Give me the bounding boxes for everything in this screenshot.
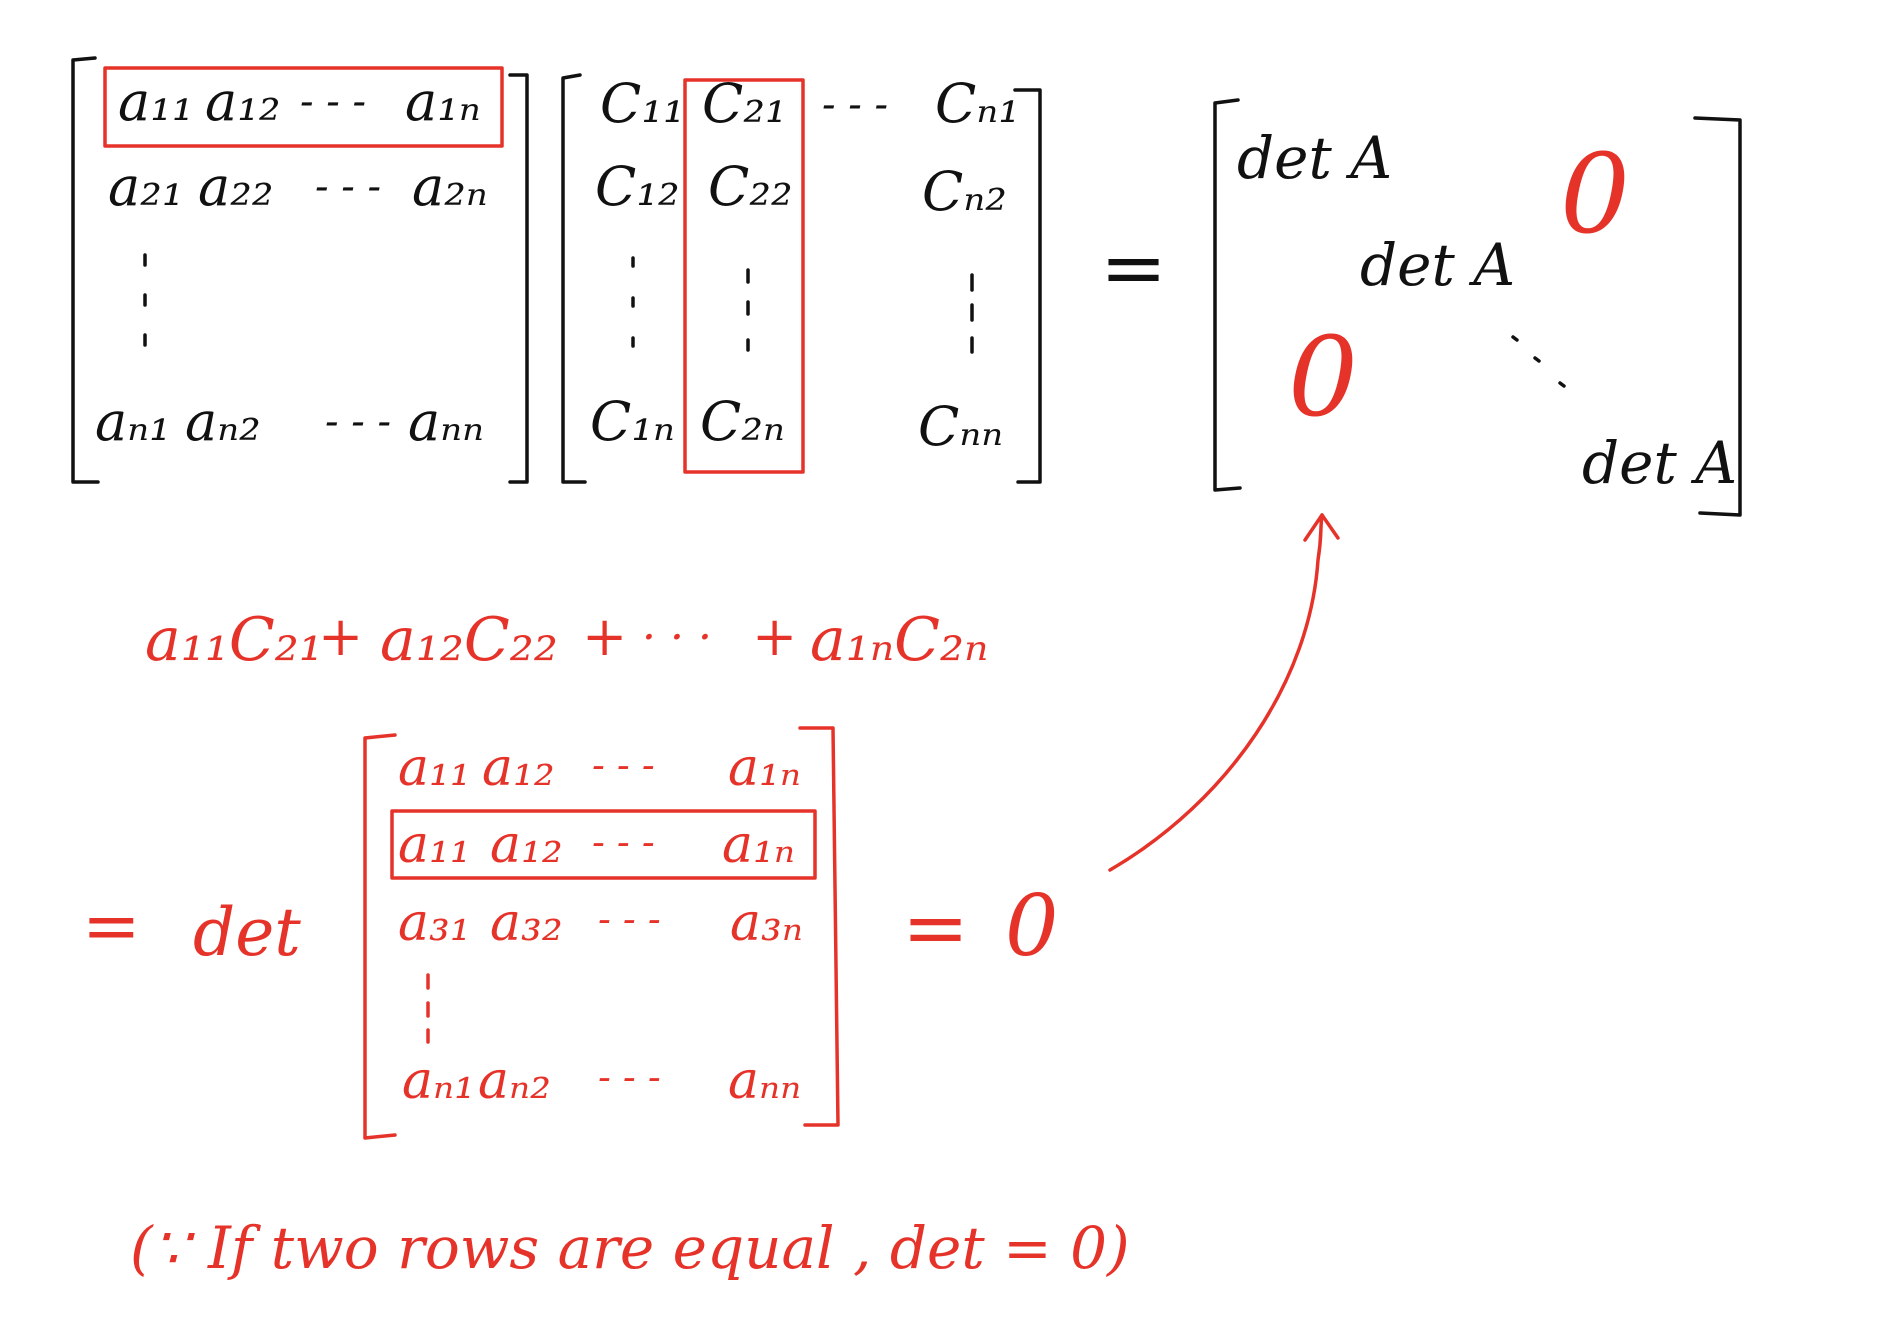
- equals-sign: =: [1100, 221, 1167, 314]
- det-matrix-cell: a₁ₙ: [728, 738, 801, 798]
- result-diagonal-dots: [1511, 335, 1566, 388]
- expansion-plus: +: [752, 605, 797, 668]
- matrix-a-cell: - - -: [300, 79, 366, 125]
- matrix-a-cell: a₂ₙ: [412, 155, 488, 218]
- matrix-c-cell: C₂₁: [702, 72, 787, 135]
- matrix-a-cell: - - -: [325, 399, 391, 445]
- matrix-c-cell: Cₙ₂: [922, 160, 1007, 223]
- expansion-ellipsis: · · ·: [642, 612, 712, 663]
- matrix-a-cell: a₁ₙ: [405, 70, 481, 133]
- arrow-head: [1303, 513, 1340, 542]
- matrix-c-col2-highlight: [683, 78, 805, 474]
- det-matrix-cell: a₁₁: [398, 815, 471, 875]
- det-result-zero: 0: [1005, 877, 1058, 975]
- det-equals-sign: =: [82, 885, 141, 967]
- matrix-a-cell: aₙ₂: [185, 390, 261, 453]
- det-matrix-cell: a₁ₙ: [722, 815, 795, 875]
- matrix-a-cell: aₙ₁: [95, 390, 171, 453]
- matrix-a: a₁₁ a₁₂ - - - a₁ₙ a₂₁ a₂₂ - - - a₂ₙ aₙ₁ …: [71, 56, 529, 484]
- det-matrix-cell: aₙ₁: [402, 1051, 475, 1111]
- matrix-c: C₁₁ C₂₁ - - - Cₙ₁ C₁₂ C₂₂ Cₙ₂ C₁ₙ C₂ₙ Cₙ…: [561, 72, 1042, 484]
- matrix-c-right-bracket: [1013, 88, 1042, 484]
- result-matrix: det A det A det A 0 0: [1213, 98, 1742, 517]
- result-diagonal-entry: det A: [1360, 231, 1515, 299]
- matrix-a-row1-highlight: [103, 66, 504, 148]
- matrix-c-cell: Cₙ₁: [935, 72, 1020, 135]
- matrix-c-left-bracket: [561, 73, 587, 484]
- arrow-to-zero: [1108, 513, 1324, 872]
- matrix-c-cell: C₂ₙ: [700, 390, 785, 453]
- result-right-bracket: [1693, 116, 1742, 517]
- det-matrix-cell: a₁₂: [490, 815, 563, 875]
- matrix-a-cell: a₂₂: [198, 155, 274, 218]
- expansion-term: a₁₂C₂₂: [380, 605, 558, 675]
- expansion-term: a₁ₙC₂ₙ: [810, 605, 988, 675]
- det-matrix-duplicate-row-highlight: [390, 809, 817, 880]
- matrix-a-right-bracket: [508, 73, 529, 484]
- matrix-a-cell: a₁₂: [205, 70, 281, 133]
- matrix-c-cell: C₁ₙ: [590, 390, 675, 453]
- matrix-c-cell: C₁₂: [595, 155, 680, 218]
- result-diagonal-entry: det A: [1582, 429, 1737, 497]
- det-matrix-cell: - - -: [592, 820, 655, 864]
- det-matrix-cell: a₁₂: [482, 738, 555, 798]
- det-matrix-cell: a₁₁: [398, 738, 471, 798]
- matrix-c-cell: C₂₂: [708, 155, 793, 218]
- det-matrix-cell: a₃₁: [398, 893, 471, 953]
- det-result-equals-sign: =: [902, 881, 969, 974]
- expansion-plus: +: [582, 605, 627, 668]
- matrix-c-cell: Cₙₙ: [918, 395, 1003, 458]
- det-matrix-cell: a₃ₙ: [730, 893, 803, 953]
- expansion-term: a₁₁C₂₁: [145, 605, 323, 675]
- cofactor-expansion: a₁₁C₂₁ + a₁₂C₂₂ + · · · + a₁ₙC₂ₙ: [145, 605, 988, 675]
- det-matrix-right-bracket: [798, 726, 840, 1127]
- explanation-note: (∵ If two rows are equal , det = 0): [130, 1214, 1130, 1282]
- det-matrix-cell: aₙ₂: [478, 1051, 551, 1111]
- matrix-a-cell: a₁₁: [118, 70, 194, 133]
- matrix-a-cell: - - -: [315, 164, 381, 210]
- expansion-plus: +: [318, 605, 363, 668]
- result-zero-lower: 0: [1288, 313, 1358, 441]
- det-matrix-cell: - - -: [598, 897, 661, 941]
- det-label: det: [193, 894, 301, 971]
- matrix-c-cell: - - -: [822, 82, 888, 128]
- result-diagonal-entry: det A: [1237, 124, 1392, 192]
- matrix-a-cell: aₙₙ: [408, 390, 484, 453]
- matrix-a-left-bracket: [71, 56, 100, 484]
- det-matrix-cell: a₃₂: [490, 893, 563, 953]
- det-matrix-cell: aₙₙ: [728, 1051, 801, 1111]
- matrix-c-cell: C₁₁: [600, 72, 685, 135]
- result-zero-upper: 0: [1560, 130, 1630, 258]
- det-matrix-cell: - - -: [598, 1055, 661, 1099]
- result-left-bracket: [1213, 98, 1242, 492]
- det-matrix-left-bracket: [363, 733, 397, 1140]
- det-matrix-cell: - - -: [592, 743, 655, 787]
- determinant-line: = det a₁₁ a₁₂ - - - a₁ₙ a₁₁ a₁₂ - - - a₁…: [82, 726, 1058, 1140]
- matrix-a-cell: a₂₁: [108, 155, 184, 218]
